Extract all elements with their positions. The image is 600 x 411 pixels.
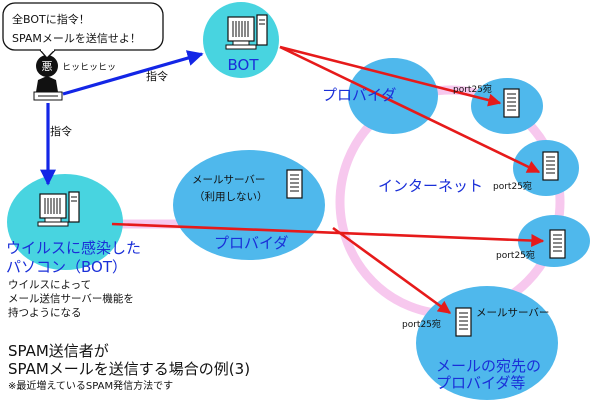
destination-line2: プロバイダ等 — [436, 374, 525, 392]
bubble-line2: SPAMメールを送信せよ！ — [12, 31, 141, 45]
isp-mail-server-icon — [286, 169, 303, 199]
infected-pc-title-line2: パソコン（BOT） — [6, 258, 127, 276]
port-label-2: port25宛 — [493, 180, 532, 192]
port-label-1: port25宛 — [453, 83, 492, 95]
server-icon — [542, 151, 559, 181]
command-label-pc: 指令 — [50, 124, 72, 138]
spam-arrow-pc-to-server3 — [111, 222, 545, 248]
attacker-label: ヒッヒッヒッ — [62, 62, 116, 73]
destination-node — [416, 286, 558, 400]
destination-line1: メールの宛先の — [436, 357, 541, 375]
isp-mid-server-line2: （利用しない） — [194, 191, 268, 203]
spam-arrow-bot-to-server2 — [279, 45, 541, 174]
destination-server-label: メールサーバー — [476, 307, 549, 319]
port-label-4: port25宛 — [402, 318, 441, 330]
command-arrow-to-bot — [62, 50, 204, 96]
command-label-bot: 指令 — [146, 69, 168, 83]
port-label-3: port25宛 — [496, 249, 535, 261]
caption-note: ※最近増えているSPAM発信方法です — [8, 379, 173, 392]
attacker-icon: 悪 — [33, 55, 63, 101]
server-icon — [549, 229, 566, 259]
isp-mid-label: プロバイダ — [214, 234, 288, 252]
isp-top-label: プロバイダ — [322, 86, 396, 104]
spam-arrow-bot-to-server1 — [279, 45, 502, 107]
infected-pc-note-line2: メール送信サーバー機能を — [8, 292, 134, 305]
infected-pc-note-line1: ウイルスによって — [8, 279, 91, 291]
destination-server-icon — [455, 307, 472, 337]
bubble-line1: 全BOTに指令！ — [12, 12, 90, 26]
internet-label: インターネット — [378, 177, 483, 195]
isp-top-node — [348, 58, 438, 134]
infected-pc-note-line3: 持つようになる — [8, 306, 82, 319]
caption-line2: SPAMメールを送信する場合の例(3) — [8, 360, 250, 378]
server-icon — [503, 88, 520, 118]
caption-line1: SPAM送信者が — [8, 342, 109, 360]
bot-label: BOT — [228, 56, 260, 74]
isp-mid-server-line1: メールサーバー — [192, 174, 265, 186]
attacker-sign: 悪 — [42, 60, 53, 73]
speech-bubble — [2, 2, 164, 59]
spam-arrow-pc-to-destination — [332, 226, 452, 315]
infected-pc-title-line1: ウイルスに感染した — [6, 239, 141, 257]
